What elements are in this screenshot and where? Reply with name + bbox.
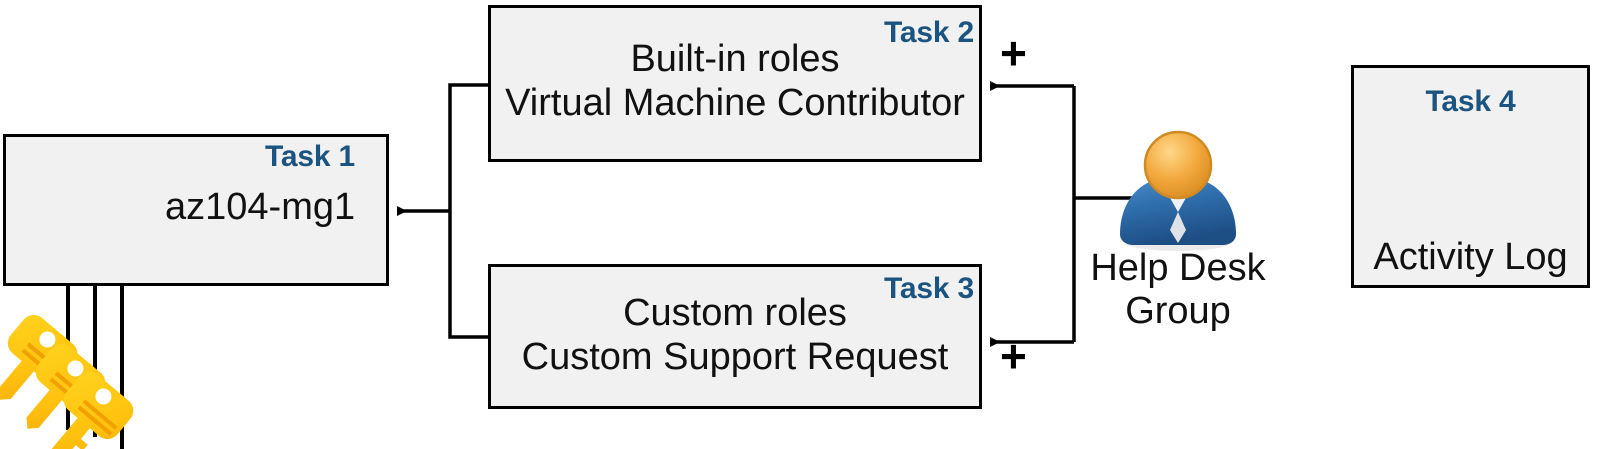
task-4-caption: Activity Log — [1373, 236, 1568, 278]
plus-task3-operator: + — [1000, 330, 1027, 382]
task-3-line-2: Custom Support Request — [521, 336, 949, 378]
task-1-box[interactable] — [3, 134, 389, 286]
help-desk-group-caption-line-1: Help Desk — [1090, 247, 1266, 289]
task-1-label: Task 1 — [265, 140, 355, 173]
task-2-box[interactable] — [488, 5, 982, 162]
task-2-line-1: Built-in roles — [630, 38, 840, 80]
plus-task2-operator: + — [1000, 27, 1027, 79]
task-3-box[interactable] — [488, 264, 982, 409]
task-2-label: Task 2 — [884, 16, 974, 49]
task-4-box[interactable] — [1351, 65, 1590, 288]
keys-icon — [0, 314, 134, 449]
task-2-line-2: Virtual Machine Contributor — [505, 82, 965, 124]
left-connector-bus — [397, 83, 501, 339]
task-3-label: Task 3 — [884, 272, 974, 305]
task-4-label: Task 4 — [1425, 85, 1516, 118]
task-3-line-1: Custom roles — [623, 292, 847, 334]
help-desk-group-caption-line-2: Group — [1125, 290, 1231, 332]
task-1-text: az104-mg1 — [165, 186, 356, 228]
user-group-icon — [1120, 130, 1236, 251]
